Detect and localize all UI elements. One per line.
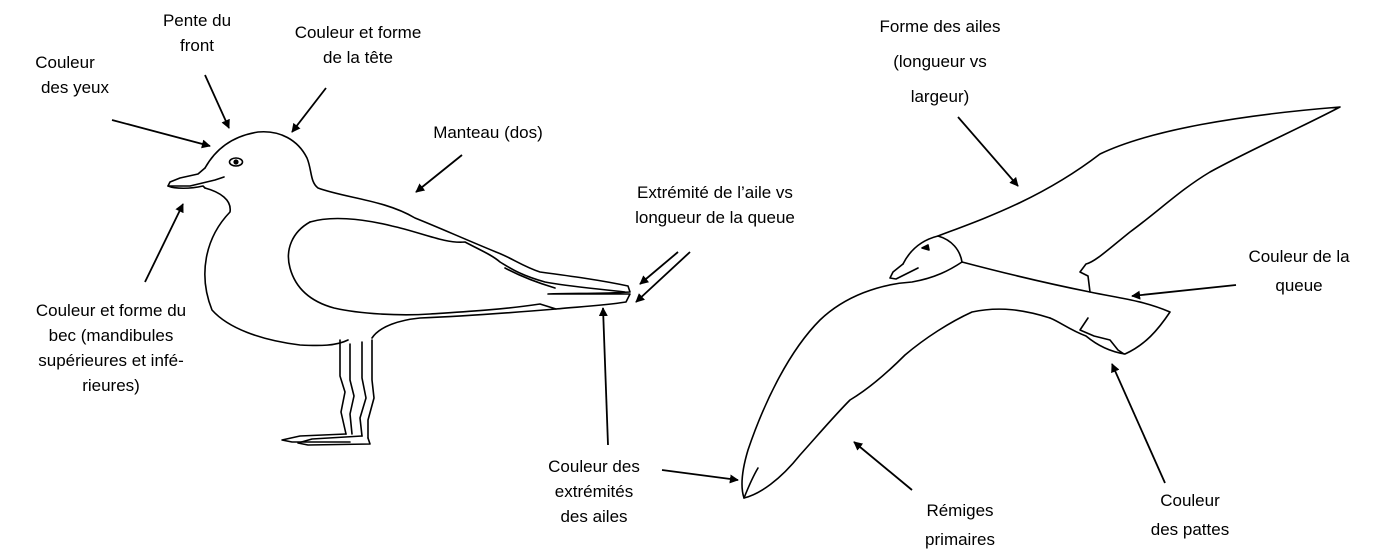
label-primaries: Rémiges primaires [925,501,995,549]
label-wingtip-color: Couleur des extrémités des ailes [548,457,640,526]
arrow-mantle [415,154,463,193]
arrow-wing-shape [957,116,1019,187]
label-tail-color: Couleur de la queue [1248,247,1350,295]
arrow-head [291,87,327,133]
flying-gull-drawing [741,106,1341,499]
label-bill: Couleur et forme du bec (mandibules supé… [35,301,187,395]
arrow-bill [144,203,184,283]
arrow-tail [1131,284,1237,300]
arrow-wingtip-color-standing [598,307,609,446]
arrow-wingtip-color-flying [661,469,739,484]
label-wing-shape: Forme des ailes (longueur vs largeur) [879,17,1001,106]
arrow-eye [111,119,211,149]
label-eye-color: Couleur des yeux [35,53,110,97]
label-head-color-shape: Couleur et forme de la tête [294,23,422,67]
label-wingtip-vs-tail: Extrémité de l’aile vs longueur de la qu… [635,183,795,227]
arrow-primaries [853,441,913,491]
arrow-wingtip-b [635,251,691,303]
standing-gull-drawing [167,131,631,446]
annotation-arrows [111,74,1237,491]
label-forehead-slope: Pente du front [162,11,232,55]
label-mantle: Manteau (dos) [433,123,543,142]
arrow-legs [1111,363,1166,484]
label-leg-color: Couleur des pattes [1150,491,1230,539]
arrow-forehead [204,74,230,129]
arrow-wingtip-a [639,251,679,285]
